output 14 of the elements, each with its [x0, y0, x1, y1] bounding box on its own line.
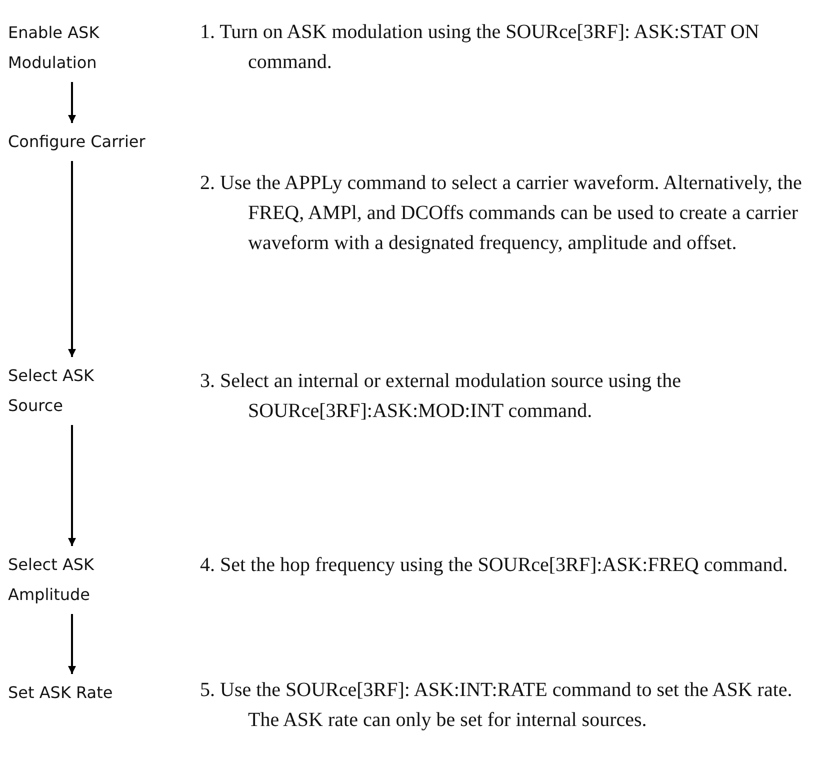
step-label: Enable ASK Modulation — [8, 18, 138, 78]
step-label: Select ASK Amplitude — [8, 550, 138, 610]
step-label: Configure Carrier — [8, 127, 198, 157]
step-description: 1. Turn on ASK modulation using the SOURce[3RF]: ASK:STAT ON command. — [200, 20, 760, 75]
step-description: 5. Use the SOURce[3RF]: ASK:INT:RATE command to set the ASK rate. The ASK rate can only be set for internal sources. — [200, 678, 794, 733]
arrow — [68, 82, 76, 123]
step-label: Select ASK Source — [8, 361, 138, 421]
step-description: 4. Set the hop frequency using the SOURce[3RF]:ASK:FREQ command. — [200, 553, 789, 578]
arrow — [68, 161, 76, 357]
arrow — [68, 425, 76, 546]
step-description: 3. Select an internal or external modulation source using the SOURce[3RF]:ASK:MOD:INT command. — [200, 369, 682, 424]
step-label: Set ASK Rate — [8, 678, 198, 708]
arrow — [68, 614, 76, 674]
step-description: 2. Use the APPLy command to select a carrier waveform. Alternatively, the FREQ, AMPl, and DCOffs commands can be used to create a carrier waveform with a designated frequency, amplitude and offset. — [200, 171, 803, 256]
